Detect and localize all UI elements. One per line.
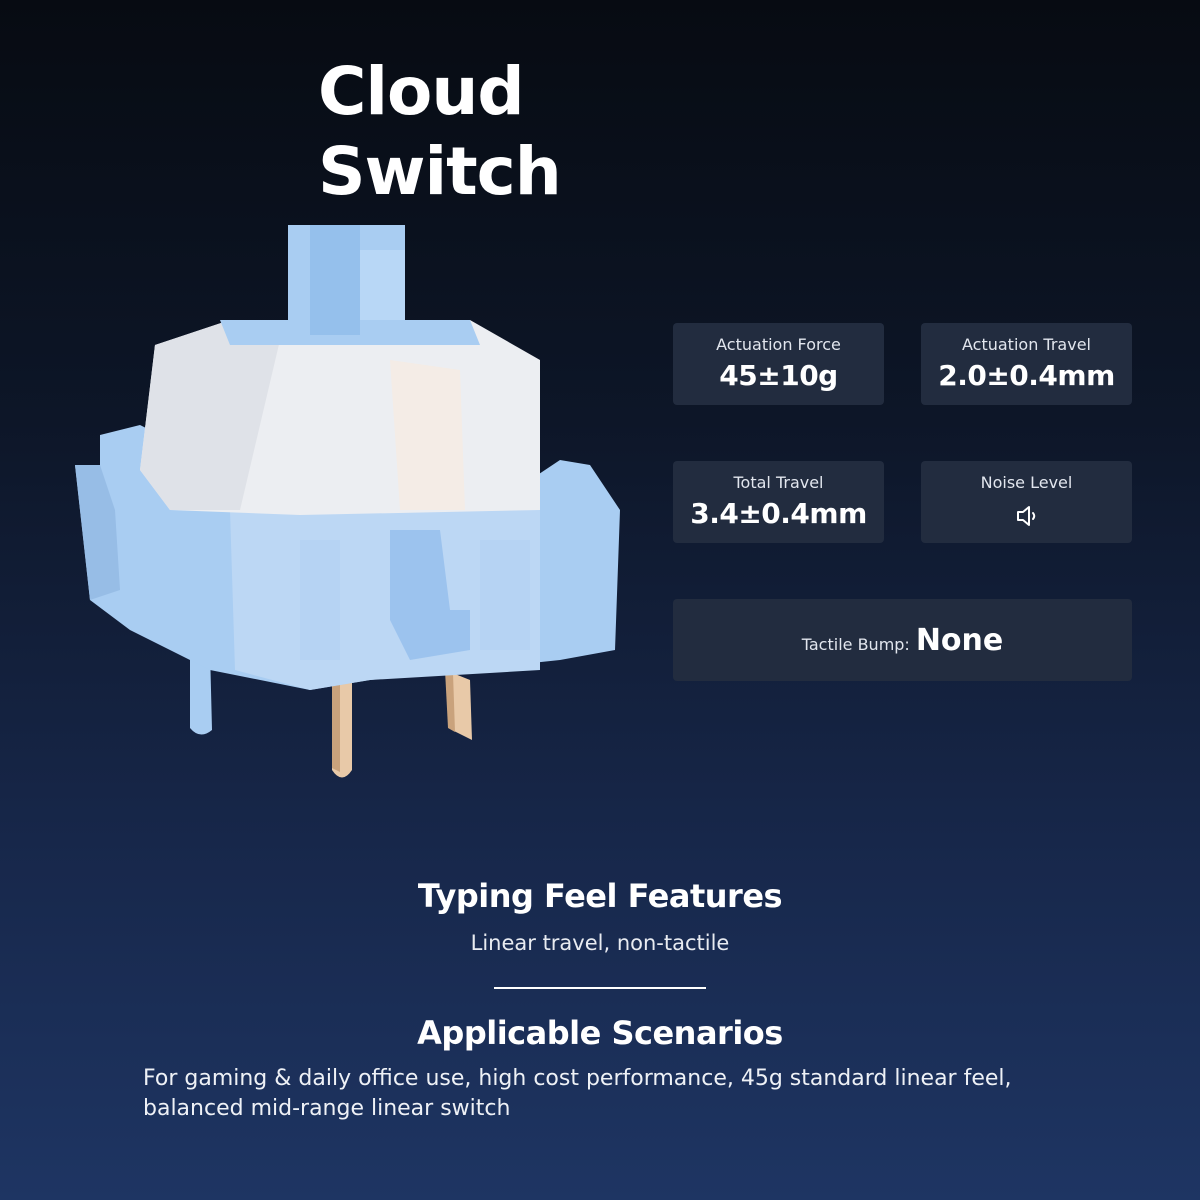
switch-stem: [288, 225, 405, 335]
spec-label: Actuation Travel: [962, 335, 1091, 354]
spec-card-total-travel: Total Travel 3.4±0.4mm: [673, 461, 884, 543]
typing-feel-heading: Typing Feel Features: [417, 877, 783, 915]
switch-illustration: [75, 225, 620, 778]
page-title: Cloud Switch: [318, 53, 562, 210]
spec-card-actuation-travel: Actuation Travel 2.0±0.4mm: [921, 323, 1132, 405]
switch-pins: [190, 650, 472, 778]
spec-label: Actuation Force: [716, 335, 841, 354]
spec-value: 45±10g: [719, 359, 838, 392]
spec-value: 3.4±0.4mm: [690, 497, 867, 530]
spec-label: Noise Level: [980, 473, 1073, 492]
tactile-value: None: [915, 622, 1004, 658]
scenarios-text: For gaming & daily office use, high cost…: [143, 1066, 1012, 1121]
scenarios-heading: Applicable Scenarios: [417, 1014, 783, 1052]
typing-feel-text: Linear travel, non-tactile: [470, 931, 730, 955]
spec-card-noise-level: Noise Level: [921, 461, 1132, 543]
section-divider: [494, 987, 706, 989]
top-housing: [140, 320, 540, 515]
speaker-low-icon: [1016, 506, 1035, 526]
spec-value: 2.0±0.4mm: [938, 359, 1115, 392]
spec-label: Total Travel: [733, 473, 824, 492]
tactile-label: Tactile Bump:: [801, 634, 910, 654]
tactile-bump-card: Tactile Bump: None: [673, 599, 1132, 681]
spec-card-actuation-force: Actuation Force 45±10g: [673, 323, 884, 405]
